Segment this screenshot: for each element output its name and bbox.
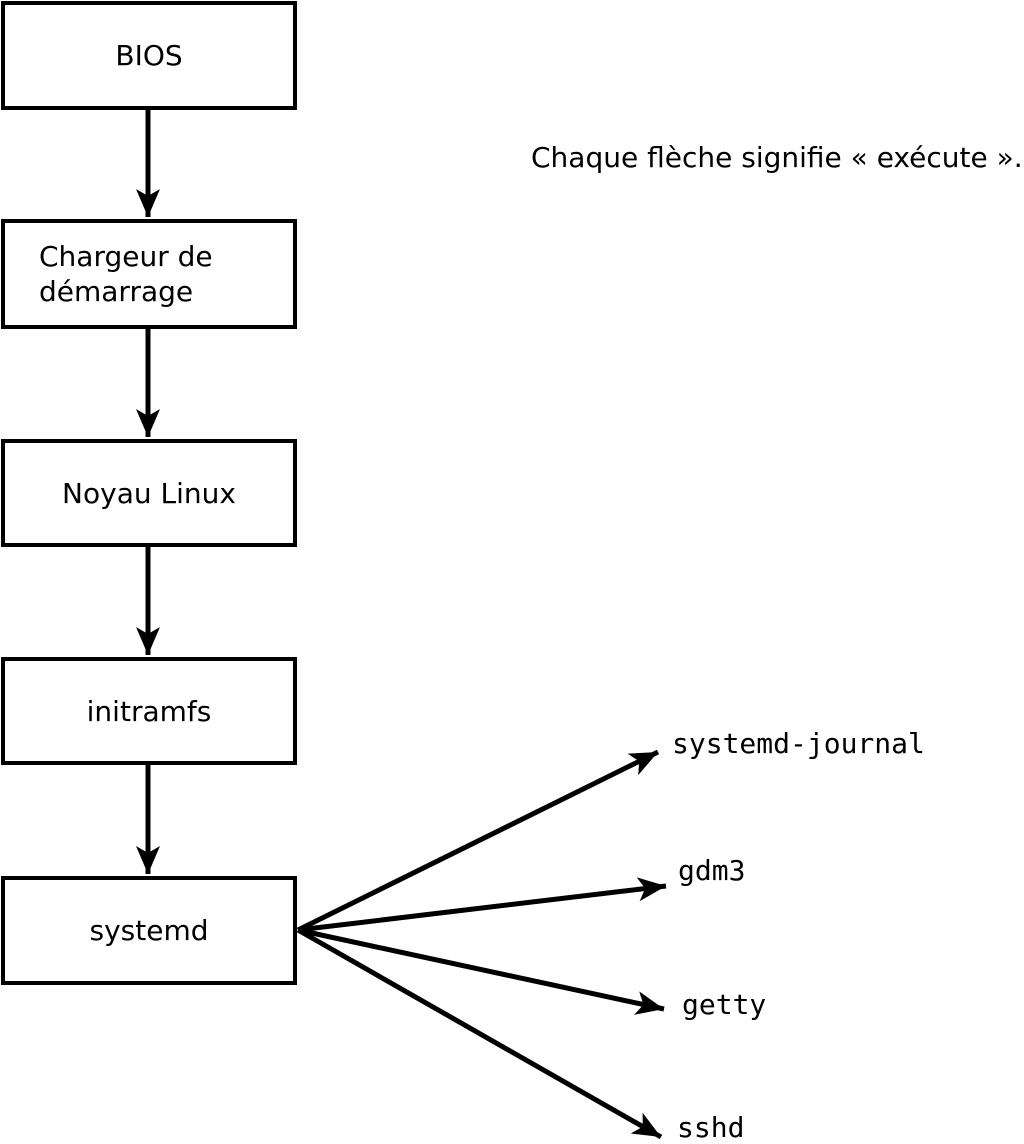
node-systemd-label: systemd xyxy=(89,914,209,947)
node-kernel-label: Noyau Linux xyxy=(62,476,236,510)
process-systemd-journal-label: systemd-journal xyxy=(672,727,925,760)
node-initramfs: initramfs xyxy=(1,657,297,765)
process-sshd-label: sshd xyxy=(677,1111,745,1144)
legend-text: Chaque flèche signifie « exécute ». xyxy=(531,141,1023,174)
process-getty-label: getty xyxy=(682,988,767,1021)
node-bios: BIOS xyxy=(1,1,297,110)
arrow-systemd-to-gdm3 xyxy=(297,877,667,933)
process-gdm3-label: gdm3 xyxy=(678,854,746,887)
arrow-systemd-to-journal xyxy=(296,749,660,933)
node-initramfs-label: initramfs xyxy=(86,694,212,728)
arrow-systemd-to-sshd xyxy=(296,927,663,1140)
node-kernel: Noyau Linux xyxy=(1,439,297,547)
node-bios-label: BIOS xyxy=(115,39,183,72)
arrow-systemd-to-getty xyxy=(297,927,665,1015)
node-bootloader-label: Chargeur de démarrage xyxy=(39,240,213,308)
node-bootloader: Chargeur de démarrage xyxy=(1,219,297,329)
node-systemd: systemd xyxy=(1,876,297,985)
